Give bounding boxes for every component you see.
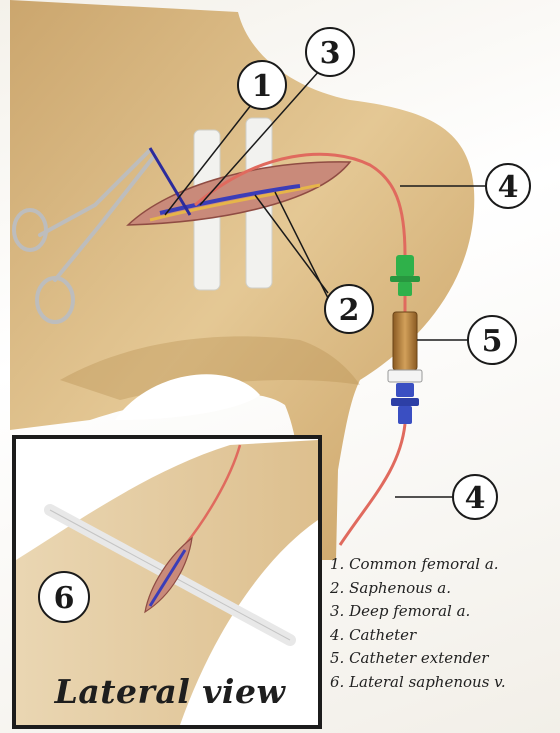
catheter-lower [340,424,405,545]
legend-item: 1. Common femoral a. [330,553,558,577]
blue-connector [391,383,419,424]
legend-item: 5. Catheter extender [330,647,558,671]
callout-number-6: 6 [54,581,75,616]
callout-number-4a: 4 [498,170,519,205]
callout-number-1: 1 [252,69,273,104]
callout-number-3: 3 [320,36,341,71]
legend-item: 4. Catheter [330,624,558,648]
legend-item: 2. Saphenous a. [330,577,558,601]
catheter-extender [393,312,417,370]
legend: 1. Common femoral a. 2. Saphenous a. 3. … [330,553,558,694]
callout-number-4b: 4 [465,481,486,516]
callout-number-2: 2 [339,293,360,328]
inset-title: Lateral view [20,672,320,711]
callout-number-5: 5 [482,324,503,359]
extender-cap [388,370,422,382]
legend-item: 6. Lateral saphenous v. [330,671,558,695]
legend-item: 3. Deep femoral a. [330,600,558,624]
